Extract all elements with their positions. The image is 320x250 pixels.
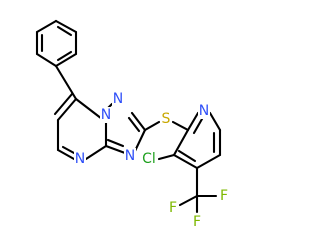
atom-label-s: S	[162, 111, 171, 127]
bond-triazole-sulfur	[143, 120, 161, 132]
atom-label-n5: N	[199, 103, 209, 119]
atom-n1: N	[100, 107, 112, 123]
atom-label-n2: N	[113, 91, 123, 107]
bond-pyridine-5	[172, 153, 199, 170]
atom-label-n3: N	[125, 148, 135, 164]
bond-pyridine-6	[172, 128, 190, 157]
atom-f1: F	[218, 188, 230, 204]
bond-phenyl-3	[54, 52, 78, 68]
bond-triazole-3-inner	[127, 116, 141, 133]
atom-label-background	[124, 148, 136, 164]
atom-label-background	[100, 107, 112, 123]
atom-label-f2: F	[169, 200, 177, 216]
bond-triazole-2	[133, 128, 147, 153]
bond-cf3-f2	[178, 194, 199, 207]
bond-triazole-3	[130, 111, 147, 132]
bond-pyridine-1-inner	[192, 117, 204, 135]
bond-pyrimidine-1	[56, 97, 78, 122]
bond-phenyl-inner-1	[56, 25, 73, 37]
atom-label-background	[140, 151, 158, 167]
bond-phenyl-6	[35, 19, 58, 34]
bond-pyridine-1	[186, 111, 200, 132]
atom-n2: N	[112, 91, 124, 107]
atom-label-background	[218, 188, 230, 204]
bond-pyridine-5-inner	[177, 149, 197, 163]
bond-pyrimidine-4	[84, 144, 108, 161]
atom-n5: N	[198, 103, 210, 119]
atom-s: S	[160, 111, 172, 127]
bond-triazole-1-inner	[106, 138, 125, 148]
bond-pyrimidine-3-inner	[61, 145, 76, 155]
atom-label-f1: F	[220, 188, 228, 204]
bond-pyridine-4	[195, 153, 222, 170]
atom-label-background	[198, 103, 210, 119]
bond-sulfur-pyridine	[171, 120, 190, 132]
bond-phenyl-inner-2	[56, 50, 73, 62]
bond-pyrimidine-1-inner	[53, 92, 74, 116]
atom-label-background	[167, 200, 179, 216]
bond-pyridine-chlorine	[157, 153, 176, 161]
atom-label-background	[112, 91, 124, 107]
atom-label-n4: N	[75, 151, 85, 167]
bond-pyrimidine-3	[56, 148, 76, 161]
atom-cl: Cl	[140, 151, 158, 167]
atom-f3: F	[191, 214, 203, 230]
atom-label-background	[191, 214, 203, 230]
atom-label-cl: Cl	[142, 151, 156, 167]
bond-phenyl-1	[54, 19, 78, 34]
bond-triazole-1	[104, 144, 127, 155]
atom-n4: N	[74, 151, 86, 167]
atom-label-n1: N	[101, 107, 111, 123]
bond-phenyl-4	[35, 52, 58, 68]
atom-label-background	[74, 151, 86, 167]
bonds-layer	[35, 19, 222, 214]
atom-label-background	[160, 111, 172, 127]
atom-f2: F	[167, 200, 179, 216]
bond-pyridine-2	[208, 111, 222, 132]
atom-n3: N	[124, 148, 136, 164]
atom-label-f3: F	[193, 214, 201, 230]
